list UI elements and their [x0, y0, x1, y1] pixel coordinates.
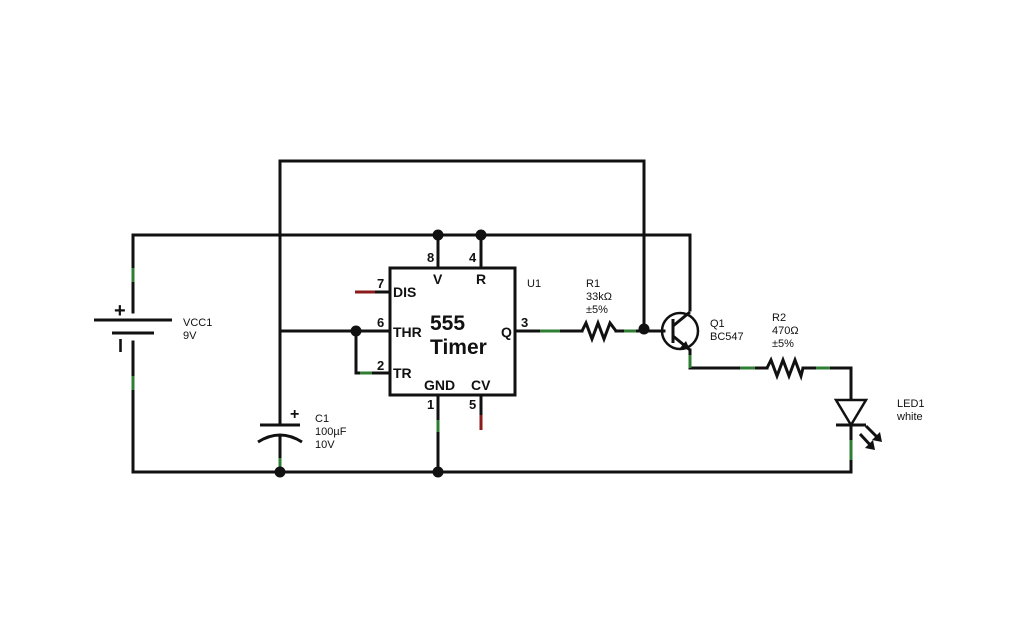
- led-ray-2-arrow: [865, 440, 875, 450]
- capacitor-c1[interactable]: + C1 100µF 10V: [257, 406, 347, 451]
- resistor-r2-value: 470Ω: [772, 325, 799, 337]
- resistor-r1[interactable]: R1 33kΩ ±5%: [580, 278, 618, 344]
- pin3-label: Q: [501, 324, 512, 340]
- led-ray-1-arrow: [872, 432, 882, 442]
- pin3-number: 3: [521, 315, 528, 330]
- chip-ref: U1: [527, 278, 541, 290]
- pin4-label: R: [476, 271, 486, 287]
- pin8-label: V: [433, 271, 443, 287]
- pin1-number: 1: [427, 397, 434, 412]
- junction-pin4: [475, 229, 487, 241]
- junction-thr: [350, 325, 362, 337]
- pin7-number: 7: [377, 276, 384, 291]
- transistor-ref: Q1: [710, 318, 725, 330]
- led-triangle: [833, 398, 869, 428]
- pin6-label: THR: [393, 324, 422, 340]
- led-color: white: [896, 411, 923, 423]
- pin8-number: 8: [427, 250, 434, 265]
- resistor-r2-ref: R2: [772, 312, 786, 324]
- junction-gnd-pin1: [432, 466, 444, 478]
- resistor-r1-zigzag: [580, 318, 618, 344]
- resistor-r2[interactable]: R2 470Ω ±5%: [765, 312, 805, 382]
- capacitor-ref: C1: [315, 413, 329, 425]
- transistor-body: [660, 311, 700, 351]
- resistor-r1-tolerance: ±5%: [586, 304, 608, 316]
- led-ref: LED1: [897, 398, 925, 410]
- pin2-number: 2: [377, 358, 384, 373]
- pin5-label: CV: [471, 377, 491, 393]
- resistor-r2-tolerance: ±5%: [772, 338, 794, 350]
- pin7-label: DIS: [393, 284, 416, 300]
- pin4-number: 4: [469, 250, 477, 265]
- battery-plus-sign: +: [114, 300, 126, 322]
- battery-minus-sign: I: [118, 336, 123, 356]
- junctions: [274, 229, 650, 478]
- transistor-q1[interactable]: Q1 BC547: [660, 310, 744, 352]
- chip-title-line2: Timer: [430, 336, 487, 359]
- battery-vcc1[interactable]: + I VCC1 9V: [94, 300, 212, 356]
- led-led1[interactable]: LED1 white: [833, 398, 925, 450]
- pin6-number: 6: [377, 315, 384, 330]
- connection-markers: [131, 268, 853, 470]
- pin1-label: GND: [424, 377, 455, 393]
- timer-555-u1[interactable]: 7 DIS 6 THR 2 TR 8 V 4 R 3 Q 1 GND 5 CV …: [372, 250, 541, 415]
- resistor-r1-ref: R1: [586, 278, 600, 290]
- transistor-model: BC547: [710, 331, 744, 343]
- junction-pin8: [432, 229, 444, 241]
- pin5-number: 5: [469, 397, 476, 412]
- capacitor-voltage: 10V: [315, 439, 335, 451]
- resistor-r2-zigzag: [765, 355, 805, 382]
- chip-title-line1: 555: [430, 312, 465, 335]
- chip-body: [388, 266, 517, 397]
- capacitor-plus-sign: +: [290, 406, 299, 423]
- capacitor-value: 100µF: [315, 426, 347, 438]
- junction-base: [638, 323, 650, 335]
- junction-cap-ground: [274, 466, 286, 478]
- battery-ref: VCC1: [183, 317, 212, 329]
- battery-value: 9V: [183, 330, 197, 342]
- resistor-r1-value: 33kΩ: [586, 291, 612, 303]
- transistor-collector: [672, 310, 691, 328]
- transistor-emitter-arrow: [680, 341, 690, 350]
- pin2-label: TR: [393, 365, 412, 381]
